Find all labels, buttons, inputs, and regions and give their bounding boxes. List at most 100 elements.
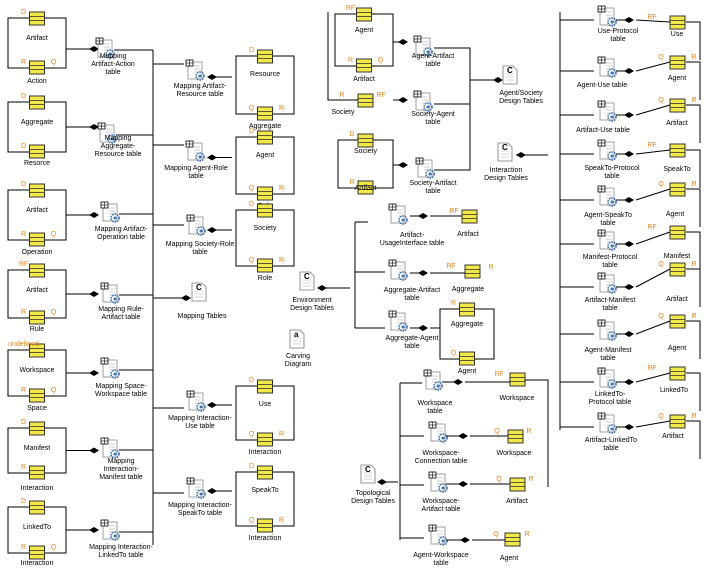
entity-box-icon[interactable] xyxy=(257,186,273,201)
package-icon[interactable]: C xyxy=(502,65,518,85)
entity-label: SpeakTo xyxy=(251,487,278,494)
entity-box-icon[interactable] xyxy=(461,209,478,224)
entity-box-icon[interactable] xyxy=(257,49,273,64)
aggregation-diamond xyxy=(398,39,408,45)
entity-box-icon[interactable] xyxy=(257,518,273,533)
mapping-table-icon[interactable] xyxy=(597,272,617,294)
mapping-table-icon[interactable] xyxy=(186,214,206,236)
entity-box-icon[interactable] xyxy=(357,180,374,195)
aggregation-diamond xyxy=(89,46,99,52)
mapping-table-icon[interactable] xyxy=(100,282,120,304)
mapping-table-icon[interactable] xyxy=(423,369,443,391)
entity-box-icon[interactable] xyxy=(669,314,686,329)
mapping-table-icon[interactable] xyxy=(597,367,617,389)
entity-box-icon[interactable] xyxy=(356,7,372,22)
role-label: R xyxy=(691,313,696,320)
entity-box-icon[interactable] xyxy=(29,500,45,515)
entity-box-icon[interactable] xyxy=(459,351,475,366)
entity-box-icon[interactable] xyxy=(669,98,686,113)
entity-box-icon[interactable] xyxy=(257,379,273,394)
mapping-table-icon[interactable] xyxy=(597,56,617,78)
entity-box-icon[interactable] xyxy=(29,232,45,247)
mapping-table-icon[interactable] xyxy=(597,412,617,434)
mapping-table-icon[interactable] xyxy=(100,357,120,379)
mapping-table-icon[interactable] xyxy=(597,100,617,122)
mapping-table-icon[interactable] xyxy=(597,5,617,27)
entity-box-icon[interactable] xyxy=(29,343,45,358)
entity-box-icon[interactable] xyxy=(669,366,686,381)
table-label: Agent-Use table xyxy=(577,82,627,89)
table-label: Workspace-Connection table xyxy=(415,450,468,465)
package-icon[interactable]: a xyxy=(289,329,305,349)
mapping-table-icon[interactable] xyxy=(186,477,206,499)
mapping-table-icon[interactable] xyxy=(100,201,120,223)
entity-box-icon[interactable] xyxy=(29,11,45,26)
entity-box-icon[interactable] xyxy=(257,465,273,480)
entity-box-icon[interactable] xyxy=(669,55,686,70)
entity-box-icon[interactable] xyxy=(509,477,526,492)
role-label: R xyxy=(21,544,26,551)
aggregation-diamond xyxy=(207,488,217,494)
package-icon[interactable]: C xyxy=(299,271,315,291)
mapping-table-icon[interactable] xyxy=(388,310,408,332)
entity-box-icon[interactable] xyxy=(257,203,273,218)
entity-box-icon[interactable] xyxy=(464,264,481,279)
mapping-table-icon[interactable] xyxy=(415,157,435,179)
entity-box-icon[interactable] xyxy=(257,432,273,447)
entity-box-icon[interactable] xyxy=(459,302,475,317)
entity-box-icon[interactable] xyxy=(507,429,524,444)
entity-box-icon[interactable] xyxy=(29,388,45,403)
package-icon[interactable]: C xyxy=(360,464,376,484)
mapping-table-icon[interactable] xyxy=(428,471,448,493)
entity-box-icon[interactable] xyxy=(504,532,521,547)
mapping-table-icon[interactable] xyxy=(97,122,117,144)
entity-box-icon[interactable] xyxy=(509,372,526,387)
entity-box-icon[interactable] xyxy=(356,58,372,73)
entity-box-icon[interactable] xyxy=(669,414,686,429)
mapping-table-icon[interactable] xyxy=(428,421,448,443)
mapping-table-icon[interactable] xyxy=(95,37,115,59)
entity-box-icon[interactable] xyxy=(29,421,45,436)
entity-label: Artifact xyxy=(26,287,48,294)
entity-label: Artifact xyxy=(353,76,375,83)
mapping-table-icon[interactable] xyxy=(185,59,205,81)
mapping-table-icon[interactable] xyxy=(185,140,205,162)
mapping-table-icon[interactable] xyxy=(388,203,408,225)
aggregation-diamond xyxy=(493,77,503,83)
entity-box-icon[interactable] xyxy=(357,93,374,108)
mapping-table-icon[interactable] xyxy=(388,259,408,281)
entity-box-icon[interactable] xyxy=(29,545,45,560)
entity-box-icon[interactable] xyxy=(669,15,686,30)
package-icon[interactable]: C xyxy=(497,142,513,162)
entity-box-icon[interactable] xyxy=(29,95,45,110)
entity-box-icon[interactable] xyxy=(29,310,45,325)
mapping-table-icon[interactable] xyxy=(413,35,433,57)
entity-box-icon[interactable] xyxy=(669,225,686,240)
mapping-table-icon[interactable] xyxy=(413,90,433,112)
entity-box-icon[interactable] xyxy=(29,60,45,75)
mapping-table-icon[interactable] xyxy=(186,390,206,412)
connector-line xyxy=(635,188,671,201)
mapping-table-icon[interactable] xyxy=(597,185,617,207)
entity-box-icon[interactable] xyxy=(357,133,374,148)
mapping-table-icon[interactable] xyxy=(428,524,448,546)
entity-box-icon[interactable] xyxy=(29,465,45,480)
entity-box-icon[interactable] xyxy=(257,258,273,273)
package-icon[interactable]: C xyxy=(191,282,207,302)
entity-box-icon[interactable] xyxy=(29,183,45,198)
entity-box-icon[interactable] xyxy=(29,144,45,159)
entity-box-icon[interactable] xyxy=(669,182,686,197)
mapping-table-icon[interactable] xyxy=(100,519,120,541)
mapping-table-icon[interactable] xyxy=(597,319,617,341)
entity-box-icon[interactable] xyxy=(257,130,273,145)
role-label: Q xyxy=(51,59,57,66)
entity-box-icon[interactable] xyxy=(257,106,273,121)
entity-box-icon[interactable] xyxy=(669,143,686,158)
mapping-table-icon[interactable] xyxy=(597,139,617,161)
entity-box-icon[interactable] xyxy=(29,263,45,278)
mapping-table-icon[interactable] xyxy=(597,229,617,251)
role-label: Q xyxy=(658,181,664,188)
entity-box-icon[interactable] xyxy=(669,262,686,277)
mapping-table-icon[interactable] xyxy=(100,437,120,459)
